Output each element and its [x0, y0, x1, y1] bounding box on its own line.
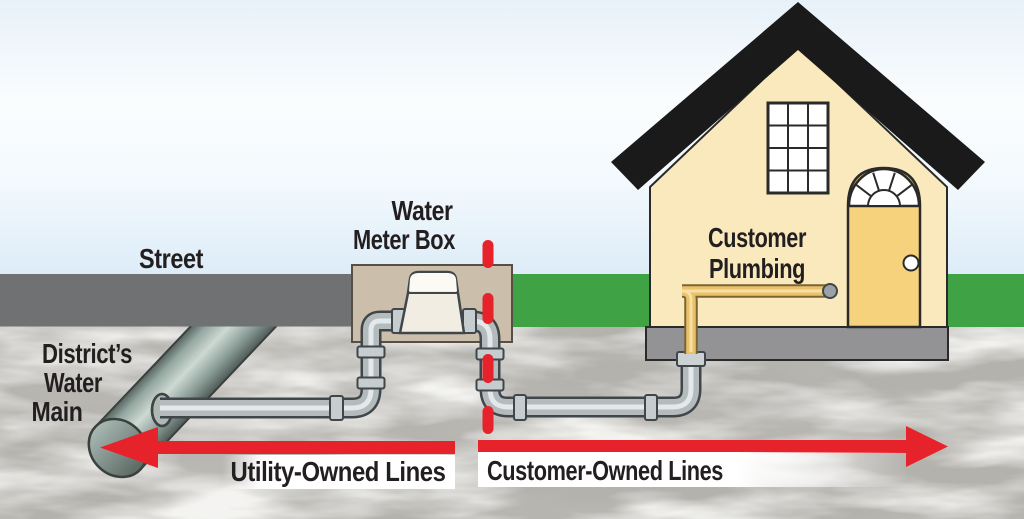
- svg-text:Main: Main: [32, 396, 83, 427]
- svg-text:Customer: Customer: [708, 222, 806, 253]
- door: [846, 166, 922, 329]
- fanlight: [847, 167, 921, 208]
- district-water-main-label: District’s Water Main: [32, 338, 133, 427]
- house: [611, 2, 985, 361]
- svg-text:District’s: District’s: [42, 338, 132, 369]
- street-label: Street: [139, 243, 203, 274]
- utility-service-pipe: [160, 308, 406, 421]
- utility-arrow: [100, 427, 455, 468]
- svg-text:Water: Water: [392, 195, 453, 226]
- doorknob: [902, 254, 920, 272]
- window: [766, 101, 830, 195]
- pipe-couplings-utility: [329, 308, 406, 421]
- water-meter: [398, 270, 466, 335]
- customer-arrow: [478, 426, 948, 467]
- pipe-end-cap: [822, 283, 838, 299]
- customer-owned-lines-label: Customer-Owned Lines: [487, 455, 723, 486]
- water-meter-cap: [409, 273, 457, 291]
- svg-text:Water: Water: [44, 367, 102, 398]
- roof: [611, 2, 985, 190]
- customer-banner: [478, 452, 908, 487]
- svg-text:Plumbing: Plumbing: [709, 253, 805, 284]
- svg-text:Meter Box: Meter Box: [353, 224, 456, 255]
- riser-collar: [676, 351, 706, 367]
- customer-service-pipe: [462, 308, 702, 421]
- water-meter-box-label: Water Meter Box: [353, 195, 456, 255]
- property-line-dashes: [482, 240, 494, 434]
- customer-plumbing-label: Customer Plumbing: [708, 222, 807, 284]
- pipe-couplings-customer: [462, 308, 658, 421]
- house-plumbing-pipe: [681, 283, 838, 354]
- utility-owned-lines-label: Utility-Owned Lines: [231, 456, 446, 487]
- utility-banner: [222, 455, 455, 489]
